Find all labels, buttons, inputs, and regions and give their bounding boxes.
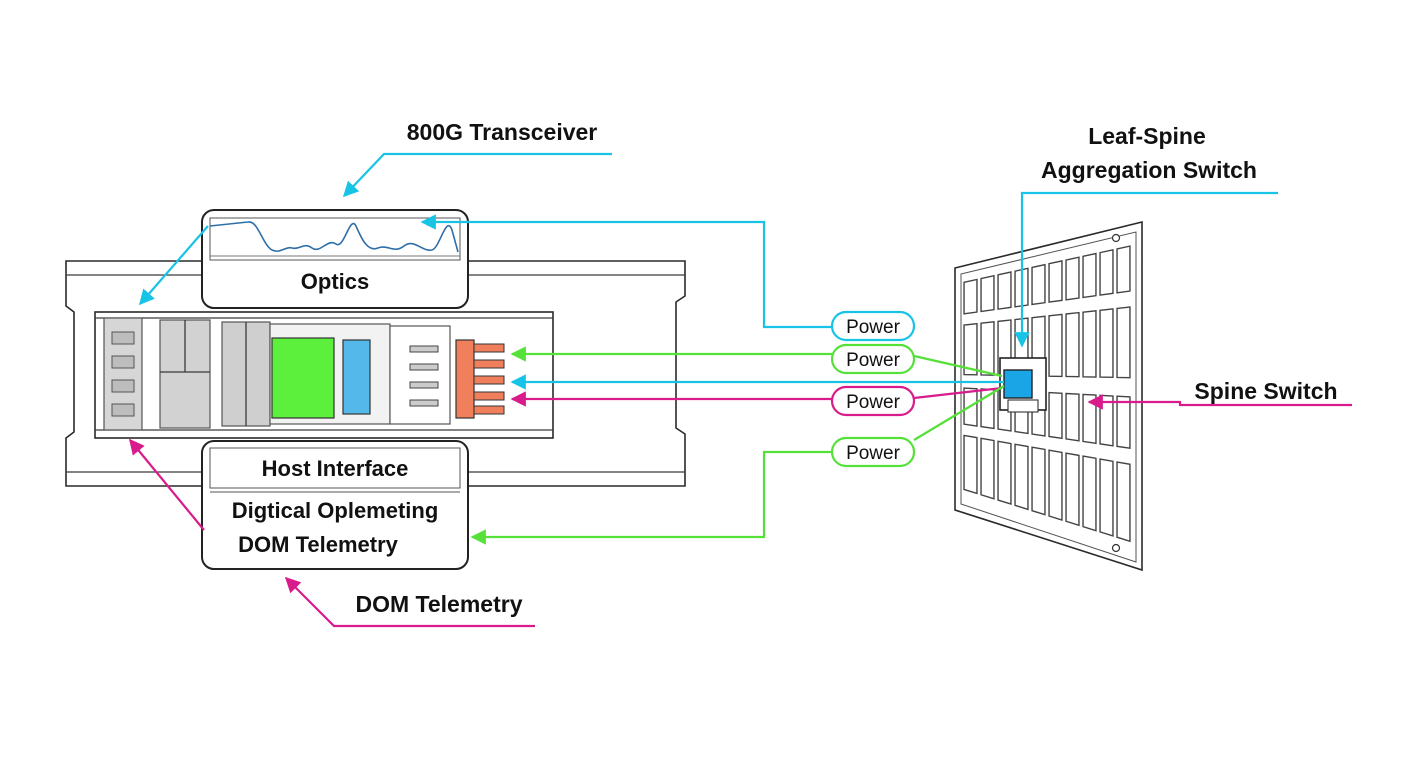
power-pill-2: Power: [830, 343, 916, 375]
switch-port-slot: [1048, 313, 1063, 378]
power-pill-1: Power: [830, 310, 916, 342]
switch-port-slot: [1048, 449, 1063, 521]
switch-port-grid: [963, 245, 1131, 543]
switch-port-slot: [997, 440, 1012, 506]
host-interface-label: Host Interface: [262, 456, 409, 481]
green-chip: [271, 337, 335, 419]
switch-port-slot: [1116, 245, 1131, 294]
switch-port-slot: [1048, 260, 1063, 303]
switch-port-slot: [997, 271, 1012, 310]
optics-label: Optics: [301, 269, 369, 294]
switch-port-slot: [1048, 391, 1063, 440]
switch-port-slot: [963, 322, 978, 376]
optics-box: Optics: [201, 209, 469, 309]
digital-label-line1: Digtical Oplemeting: [232, 498, 439, 523]
blue-chip: [342, 339, 371, 415]
optics-power-line: [420, 214, 832, 329]
switch-port-slot: [1065, 256, 1080, 301]
switch-port-slot: [1099, 458, 1114, 537]
transceiver-module: [94, 311, 554, 439]
switch-port-slot: [963, 278, 978, 315]
host-interface-box: Host Interface Digtical Oplemeting DOM T…: [201, 440, 469, 570]
leaf-spine-label-line2: Aggregation Switch: [1041, 157, 1257, 183]
switch-port-slot: [963, 434, 978, 495]
optics-leader-line: [138, 225, 209, 306]
switch-port-slot: [1116, 306, 1131, 379]
optics-waveform: [209, 221, 459, 253]
dom-telemetry-title: DOM Telemetry: [355, 591, 522, 617]
switch-port-slot: [1065, 392, 1080, 442]
switch-port-slot: [1082, 252, 1097, 299]
highlighted-port: [1003, 369, 1033, 399]
switch-port-slot: [1099, 308, 1114, 379]
dom-leader-line: [284, 576, 535, 628]
power-pill-label: Power: [846, 317, 901, 338]
edge-contacts: [455, 339, 505, 419]
switch-port-slot: [980, 437, 995, 500]
transceiver-title: 800G Transceiver: [407, 119, 598, 145]
power-pill-label: Power: [846, 350, 901, 371]
power-pill-label: Power: [846, 443, 901, 464]
leaf-spine-leader-line: [1014, 191, 1278, 348]
power-pill-4: Power: [830, 436, 916, 468]
switch-port-slot: [1116, 395, 1131, 450]
transceiver-leader-line: [342, 152, 612, 198]
spine-switch-label: Spine Switch: [1194, 378, 1337, 404]
spine-leader-line: [1087, 394, 1352, 410]
switch-panel: [954, 220, 1143, 572]
switch-port-slot: [980, 321, 995, 376]
switch-port-slot: [980, 274, 995, 313]
digital-label-line2: DOM Telemetry: [238, 532, 399, 557]
switch-port-slot: [1082, 309, 1097, 378]
switch-port-slot: [1099, 248, 1114, 296]
switch-port-slot: [1014, 443, 1029, 511]
power-pill-3: Power: [830, 385, 916, 417]
switch-port-slot: [1099, 394, 1114, 447]
switch-port-slot: [1082, 455, 1097, 532]
switch-port-slot: [1065, 452, 1080, 527]
switch-port-slot: [1031, 446, 1046, 516]
switch-port-slot: [1065, 311, 1080, 378]
power-pill-label: Power: [846, 392, 901, 413]
leaf-spine-label-line1: Leaf-Spine: [1088, 123, 1206, 149]
host-leader-line: [129, 438, 205, 531]
switch-port-slot: [1031, 263, 1046, 306]
green-power-line-2: [470, 450, 832, 545]
switch-port-slot: [1116, 461, 1131, 543]
